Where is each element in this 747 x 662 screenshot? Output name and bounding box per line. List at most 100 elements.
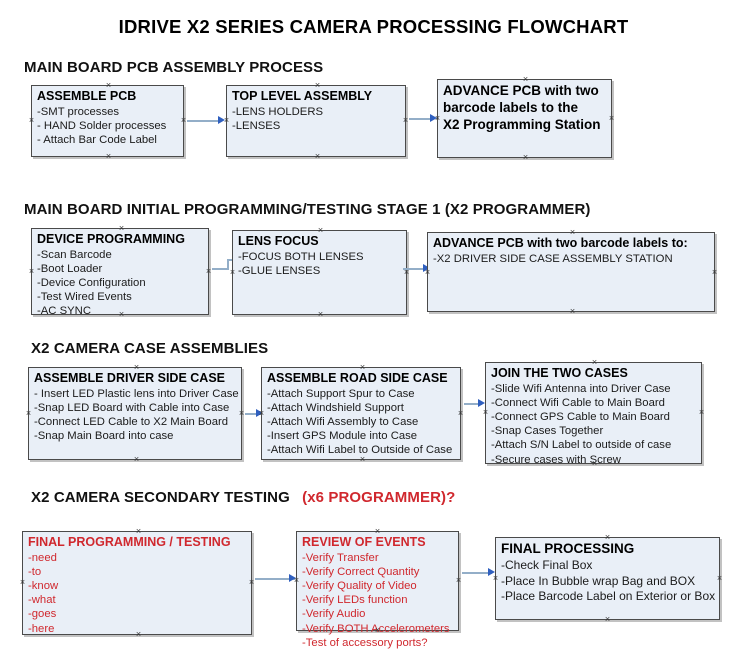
node-line: -Scan Barcode bbox=[37, 248, 112, 261]
node-line: -Place In Bubble wrap Bag and BOX bbox=[501, 573, 696, 588]
node-line: -Test Wired Events bbox=[37, 291, 132, 304]
connector-handle-bottom[interactable] bbox=[569, 308, 576, 315]
connector-handle-top[interactable] bbox=[135, 528, 142, 535]
node-assemble-pcb[interactable]: ASSEMBLE PCB -SMT processes - HAND Solde… bbox=[31, 85, 184, 157]
node-line: -AC SYNC bbox=[37, 305, 91, 318]
arrow-head-1-1 bbox=[218, 116, 225, 124]
node-review-of-events[interactable]: REVIEW OF EVENTS -Verify Transfer -Verif… bbox=[296, 528, 462, 649]
node-line: -Insert GPS Module into Case bbox=[267, 430, 418, 443]
connector-handle-top[interactable] bbox=[314, 82, 321, 89]
section-heading-1: MAIN BOARD PCB ASSEMBLY PROCESS bbox=[24, 59, 323, 76]
node-final-processing[interactable]: FINAL PROCESSING -Check Final Box -Place… bbox=[495, 537, 720, 620]
node-join-the-two-cases[interactable]: JOIN THE TWO CASES -Slide Wifi Antenna i… bbox=[482, 359, 705, 466]
connector-handle-right[interactable] bbox=[608, 115, 615, 122]
connector-handle-right[interactable] bbox=[403, 269, 410, 276]
node-title: JOIN THE TWO CASES bbox=[491, 366, 628, 380]
connector-handle-top[interactable] bbox=[317, 227, 324, 234]
connector-handle-top[interactable] bbox=[359, 364, 366, 371]
connector-handle-left[interactable] bbox=[19, 579, 26, 586]
connector-handle-bottom[interactable] bbox=[317, 311, 324, 318]
node-line: -X2 DRIVER SIDE CASE ASSEMBLY STATION bbox=[433, 252, 673, 265]
connector-handle-top[interactable] bbox=[105, 82, 112, 89]
connector-handle-top[interactable] bbox=[133, 364, 140, 371]
connector-handle-top[interactable] bbox=[604, 534, 611, 541]
node-line-overflow: -Test of accessory ports? bbox=[302, 636, 428, 649]
connector-handle-right[interactable] bbox=[180, 117, 187, 124]
node-line: -to bbox=[28, 565, 42, 578]
connector-handle-left[interactable] bbox=[28, 117, 35, 124]
connector-handle-right[interactable] bbox=[402, 117, 409, 124]
connector-handle-right[interactable] bbox=[238, 410, 245, 417]
node-top-level-assembly[interactable]: TOP LEVEL ASSEMBLY -LENS HOLDERS -LENSES bbox=[226, 85, 406, 157]
node-line: -what bbox=[28, 594, 56, 607]
section-heading-4: X2 CAMERA SECONDARY TESTING (x6 PROGRAMM… bbox=[31, 489, 455, 506]
connector-handle-bottom[interactable] bbox=[105, 153, 112, 160]
arrow-head-4-2 bbox=[488, 568, 495, 576]
node-title-line2: barcode labels to the bbox=[443, 100, 579, 115]
node-line: -Connect GPS Cable to Main Board bbox=[491, 410, 670, 423]
connector-handle-left[interactable] bbox=[25, 410, 32, 417]
section-heading-2-text: MAIN BOARD INITIAL PROGRAMMING/TESTING S… bbox=[24, 201, 591, 218]
node-title: REVIEW OF EVENTS bbox=[302, 535, 426, 549]
connector-handle-left[interactable] bbox=[492, 575, 499, 582]
node-line: -Snap Cases Together bbox=[491, 425, 604, 438]
connector-4-2 bbox=[462, 572, 492, 574]
node-line: -Boot Loader bbox=[37, 262, 103, 275]
node-title: ASSEMBLE ROAD SIDE CASE bbox=[267, 371, 448, 385]
connector-handle-right[interactable] bbox=[698, 409, 705, 416]
node-line: -need bbox=[28, 551, 57, 564]
connector-1-2 bbox=[409, 118, 433, 120]
node-line: -Attach Support Spur to Case bbox=[267, 387, 415, 400]
node-line: -Attach Windshield Support bbox=[267, 401, 404, 414]
connector-handle-right[interactable] bbox=[457, 410, 464, 417]
node-line: - Attach Bar Code Label bbox=[37, 133, 157, 146]
node-title: ASSEMBLE PCB bbox=[37, 89, 137, 103]
connector-handle-right[interactable] bbox=[716, 575, 723, 582]
node-line: -Place Barcode Label on Exterior or Box bbox=[501, 589, 716, 603]
connector-handle-bottom[interactable] bbox=[314, 153, 321, 160]
connector-handle-right[interactable] bbox=[248, 579, 255, 586]
node-final-programming-testing[interactable]: FINAL PROGRAMMING / TESTING -need -to -k… bbox=[22, 531, 252, 635]
node-line: -Secure cases with Screw bbox=[491, 453, 621, 466]
connector-handle-bottom[interactable] bbox=[133, 456, 140, 463]
node-lens-focus[interactable]: LENS FOCUS -FOCUS BOTH LENSES -GLUE LENS… bbox=[232, 230, 407, 315]
node-advance-pcb-programming-station[interactable]: ADVANCE PCB with two barcode labels to t… bbox=[437, 79, 612, 158]
connector-handle-left[interactable] bbox=[482, 409, 489, 416]
arrow-head-3-2 bbox=[478, 399, 485, 407]
connector-2-1-riser bbox=[227, 260, 229, 270]
connector-handle-left[interactable] bbox=[28, 268, 35, 275]
connector-handle-left[interactable] bbox=[229, 269, 236, 276]
connector-handle-bottom[interactable] bbox=[604, 616, 611, 623]
node-line: -Device Configuration bbox=[37, 276, 146, 289]
node-title: ASSEMBLE DRIVER SIDE CASE bbox=[34, 371, 226, 385]
connector-handle-right[interactable] bbox=[205, 268, 212, 275]
node-line: -Check Final Box bbox=[501, 558, 593, 572]
node-advance-pcb-driver-side[interactable]: ADVANCE PCB with two barcode labels to: … bbox=[427, 232, 715, 312]
node-device-programming[interactable]: DEVICE PROGRAMMING -Scan Barcode -Boot L… bbox=[28, 225, 212, 318]
node-line: -Verify Audio bbox=[302, 608, 366, 621]
connector-handle-right[interactable] bbox=[455, 577, 462, 584]
connector-handle-top[interactable] bbox=[591, 359, 598, 366]
arrow-head-3-1 bbox=[256, 409, 263, 417]
connector-handle-top[interactable] bbox=[522, 76, 529, 83]
section-heading-4-text: X2 CAMERA SECONDARY TESTING bbox=[31, 489, 290, 506]
node-title: ADVANCE PCB with two bbox=[443, 83, 599, 98]
connector-handle-top[interactable] bbox=[118, 225, 125, 232]
node-line: -Verify Correct Quantity bbox=[302, 565, 420, 578]
arrow-head-2-2 bbox=[423, 264, 430, 272]
section-heading-4-note: (x6 PROGRAMMER)? bbox=[302, 489, 456, 506]
connector-handle-bottom[interactable] bbox=[522, 154, 529, 161]
node-title-line3: X2 Programming Station bbox=[443, 117, 601, 132]
section-heading-2: MAIN BOARD INITIAL PROGRAMMING/TESTING S… bbox=[24, 201, 591, 218]
connector-handle-top[interactable] bbox=[569, 229, 576, 236]
section-heading-1-text: MAIN BOARD PCB ASSEMBLY PROCESS bbox=[24, 59, 324, 76]
node-line: -Verify BOTH Accelerometers bbox=[302, 622, 450, 635]
node-assemble-driver-side-case[interactable]: ASSEMBLE DRIVER SIDE CASE - Insert LED P… bbox=[28, 367, 242, 460]
connector-2-2 bbox=[403, 268, 426, 270]
node-assemble-road-side-case[interactable]: ASSEMBLE ROAD SIDE CASE -Attach Support … bbox=[261, 367, 461, 460]
node-line: -GLUE LENSES bbox=[238, 264, 321, 277]
connector-handle-right[interactable] bbox=[711, 269, 718, 276]
connector-4-1 bbox=[255, 578, 295, 580]
connector-handle-top[interactable] bbox=[374, 528, 381, 535]
